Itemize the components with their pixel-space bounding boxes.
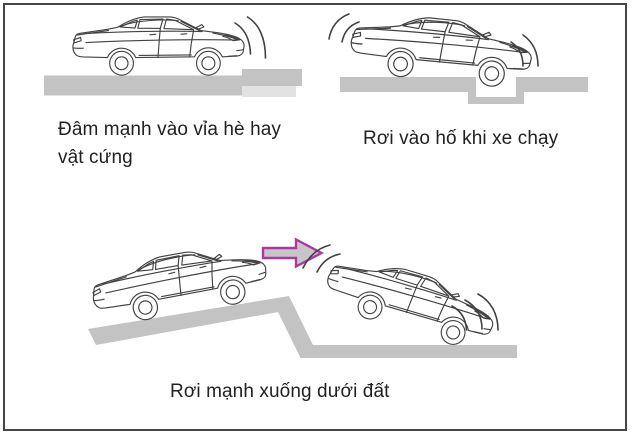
ground-ramp-and-cliff — [88, 296, 517, 358]
direction-arrow-icon — [261, 237, 325, 269]
caption-fall-into-hole: Rơi vào hố khi xe chạy — [363, 128, 559, 149]
shake-arcs-front-icon — [510, 34, 539, 67]
impact-arcs-front-drop-icon — [451, 293, 499, 331]
ground-road-with-hole — [340, 77, 588, 104]
ground-road-and-curb — [44, 69, 302, 97]
caption-drop-to-ground: Rơi mạnh xuống dưới đất — [170, 381, 390, 402]
caption-hit-curb-line2: vật cứng — [58, 147, 133, 168]
caption-hit-curb-line1: Đâm mạnh vào vỉa hè hay — [58, 119, 282, 140]
car-dropping-to-ground — [319, 247, 502, 355]
impact-arcs-front-icon — [234, 16, 267, 59]
shake-arcs-rear-icon — [328, 13, 360, 43]
car-hitting-curb — [72, 16, 245, 76]
shake-arcs-rear-drop-icon — [302, 244, 341, 273]
caption-hit-curb: Đâm mạnh vào vỉa hè hay vật cứng — [58, 116, 281, 172]
